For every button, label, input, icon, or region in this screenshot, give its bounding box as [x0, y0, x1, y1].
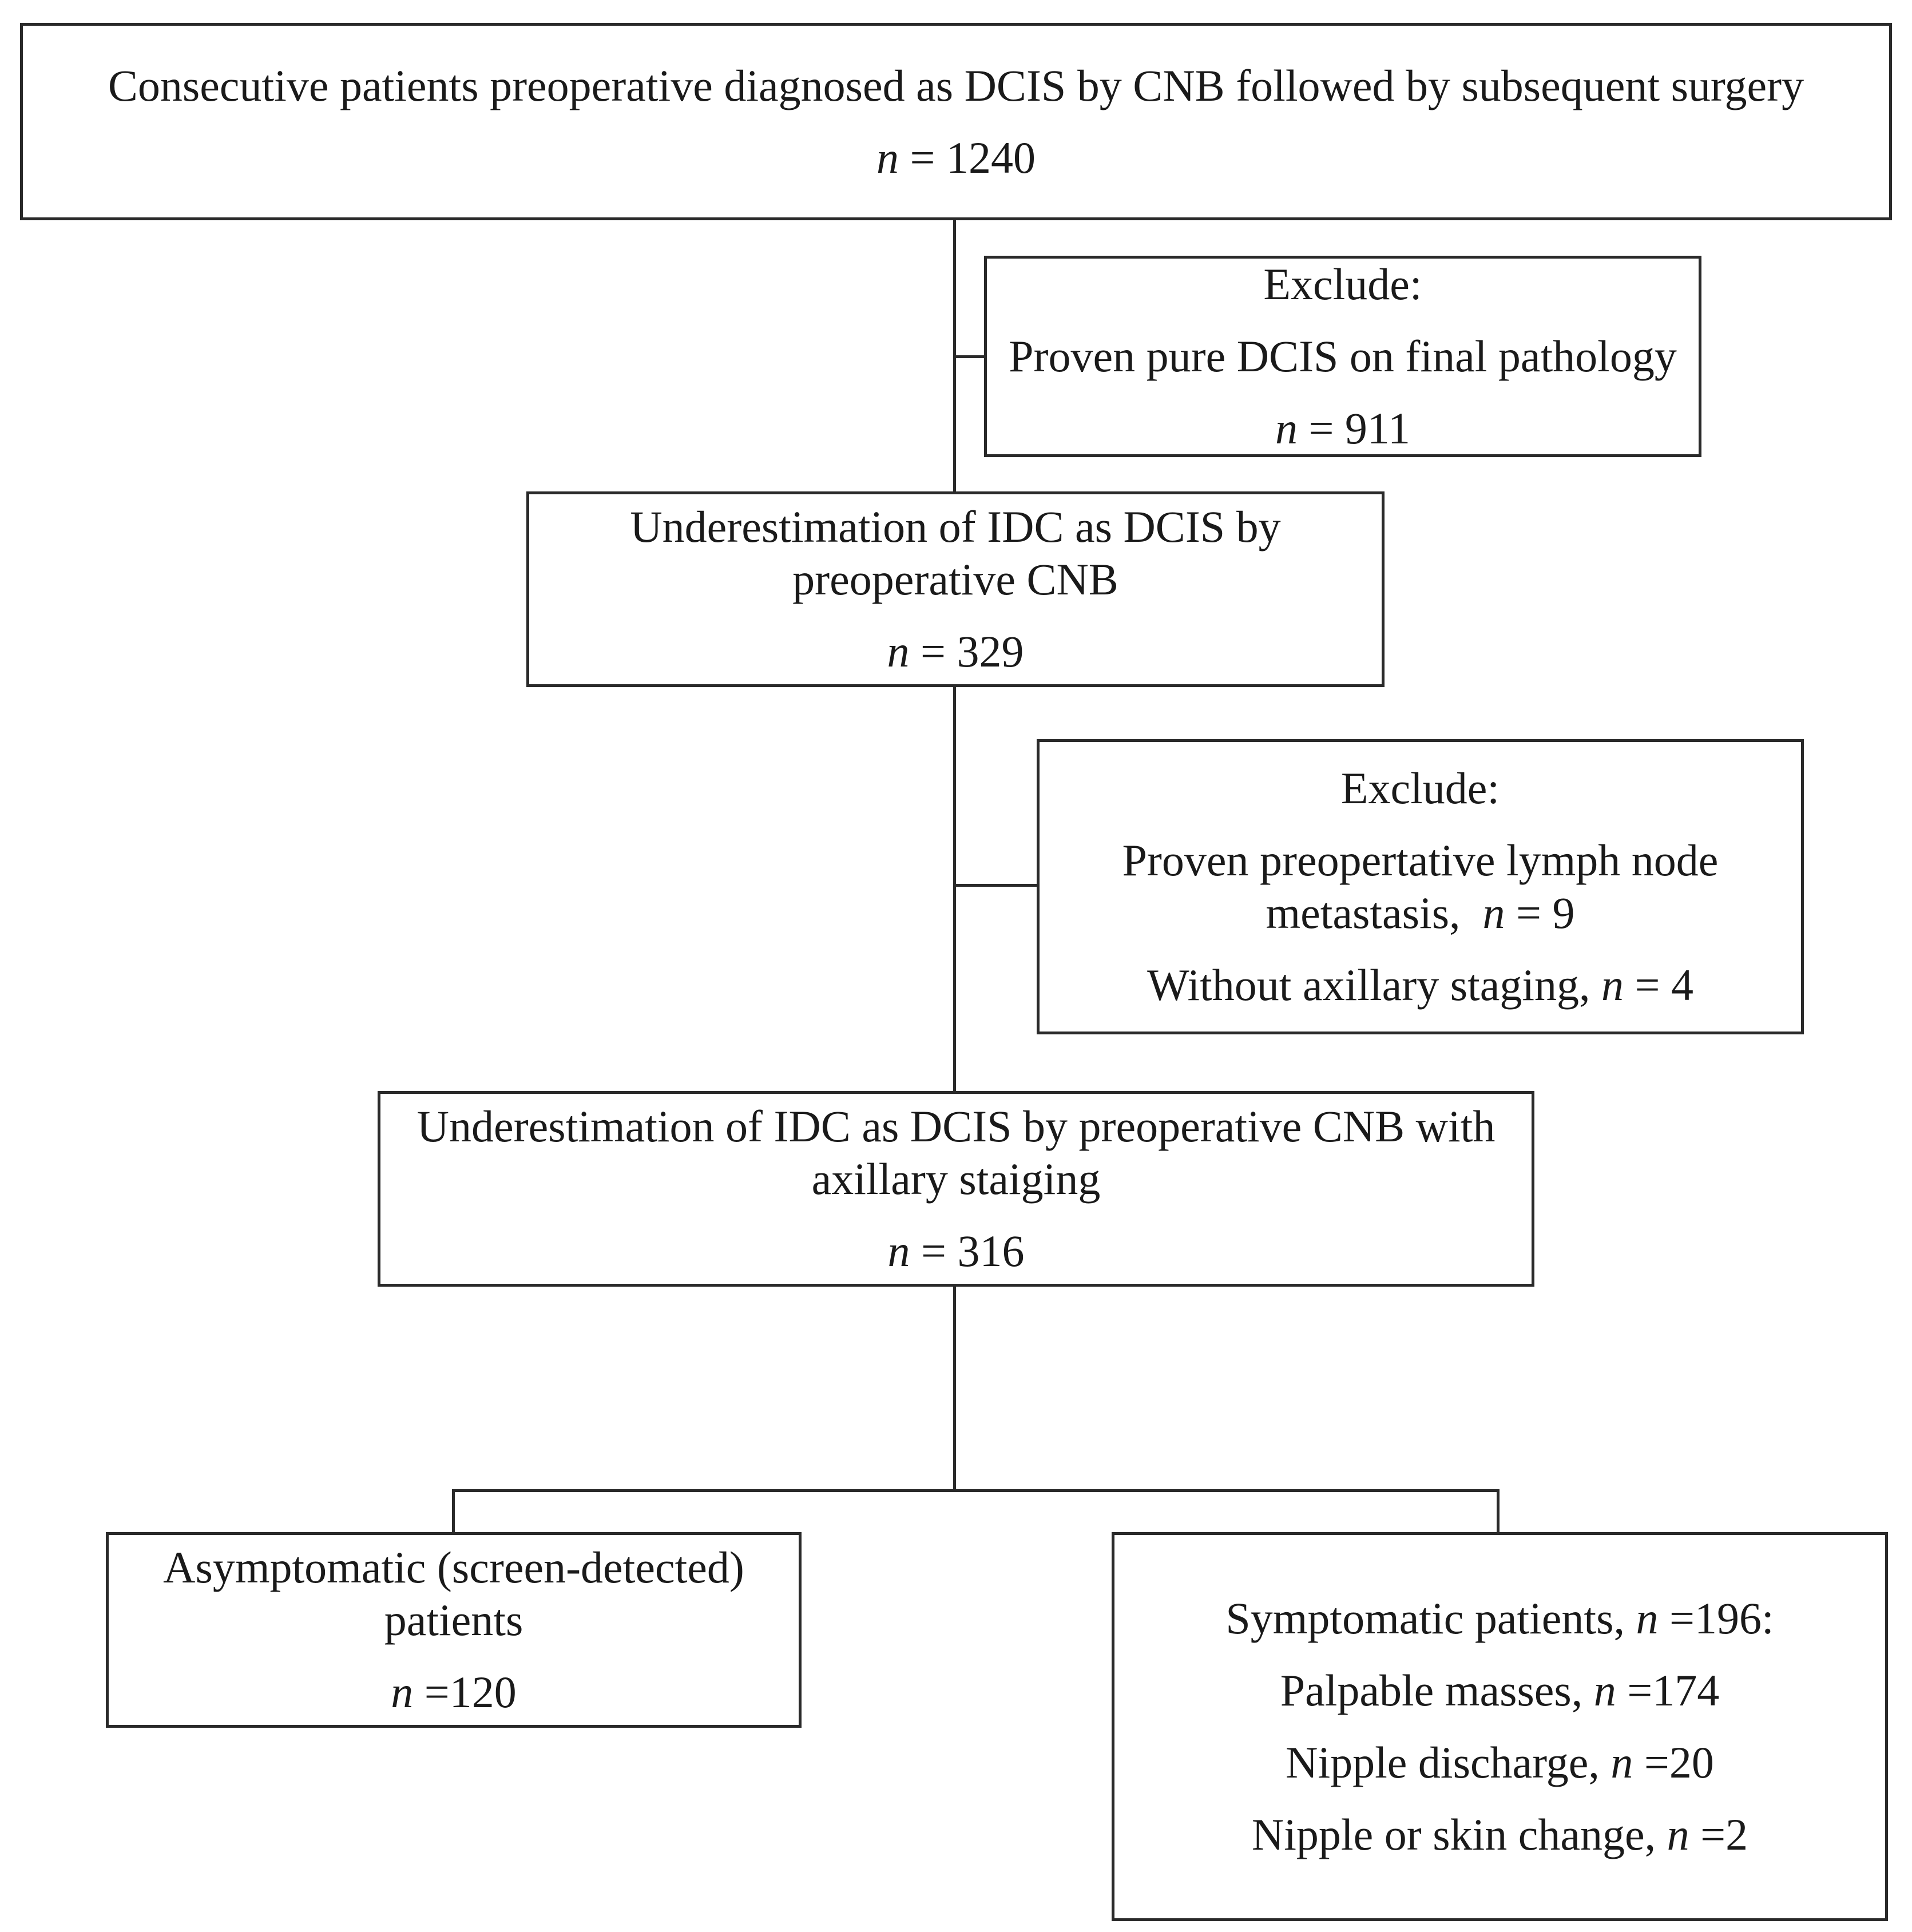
underestimation-count: n = 329 — [887, 626, 1024, 676]
exclude-count: n = 911 — [1275, 403, 1411, 453]
exclude-heading: Exclude: — [1340, 763, 1500, 813]
exclude-item: Proven pure DCIS on final pathology — [1009, 331, 1677, 381]
connector-main-bottom — [953, 1287, 956, 1490]
exclude-box-1: Exclude: Proven pure DCIS on final patho… — [984, 256, 1701, 457]
connector-split-right — [1497, 1489, 1500, 1533]
asymptomatic-text-line1: Asymptomatic (screen-detected) — [163, 1542, 744, 1592]
staged-cohort-box: Underestimation of IDC as DCIS by preope… — [378, 1091, 1534, 1287]
exclude-item-no-staging: Without axillary staging, n = 4 — [1147, 960, 1694, 1010]
exclude-item-metastasis-line2: metastasis, n = 9 — [1266, 888, 1575, 938]
exclude-heading: Exclude: — [1263, 259, 1422, 309]
cohort-count: n = 1240 — [876, 132, 1036, 183]
staged-text-line2: axillary staiging — [811, 1154, 1101, 1204]
asymptomatic-count: n =120 — [391, 1667, 517, 1717]
symptomatic-item-palpable: Palpable masses, n =174 — [1280, 1665, 1720, 1715]
staged-text-line1: Underestimation of IDC as DCIS by preope… — [416, 1101, 1496, 1151]
symptomatic-box: Symptomatic patients, n =196: Palpable m… — [1112, 1532, 1888, 1921]
symptomatic-item-skin-change: Nipple or skin change, n =2 — [1251, 1810, 1748, 1859]
symptomatic-item-discharge: Nipple discharge, n =20 — [1286, 1737, 1714, 1787]
cohort-text: Consecutive patients preoperative diagno… — [108, 60, 1804, 110]
asymptomatic-text-line2: patients — [384, 1595, 523, 1645]
cohort-box: Consecutive patients preoperative diagno… — [20, 23, 1892, 220]
asymptomatic-box: Asymptomatic (screen-detected) patients … — [106, 1532, 802, 1728]
connector-main-middle — [953, 687, 956, 1091]
exclude-item-metastasis-line1: Proven preopertative lymph node — [1122, 835, 1719, 885]
staged-count: n = 316 — [887, 1226, 1025, 1276]
underestimation-text-line1: Underestimation of IDC as DCIS by — [630, 502, 1281, 552]
underestimation-box: Underestimation of IDC as DCIS by preope… — [526, 491, 1385, 687]
symptomatic-heading: Symptomatic patients, n =196: — [1225, 1593, 1774, 1643]
underestimation-text-line2: preoperative CNB — [792, 554, 1118, 604]
connector-exclude1 — [953, 355, 985, 358]
exclude-box-2: Exclude: Proven preopertative lymph node… — [1037, 739, 1804, 1034]
connector-split-left — [452, 1489, 455, 1533]
connector-split-horizontal — [452, 1489, 1500, 1492]
connector-exclude2 — [953, 884, 1038, 887]
